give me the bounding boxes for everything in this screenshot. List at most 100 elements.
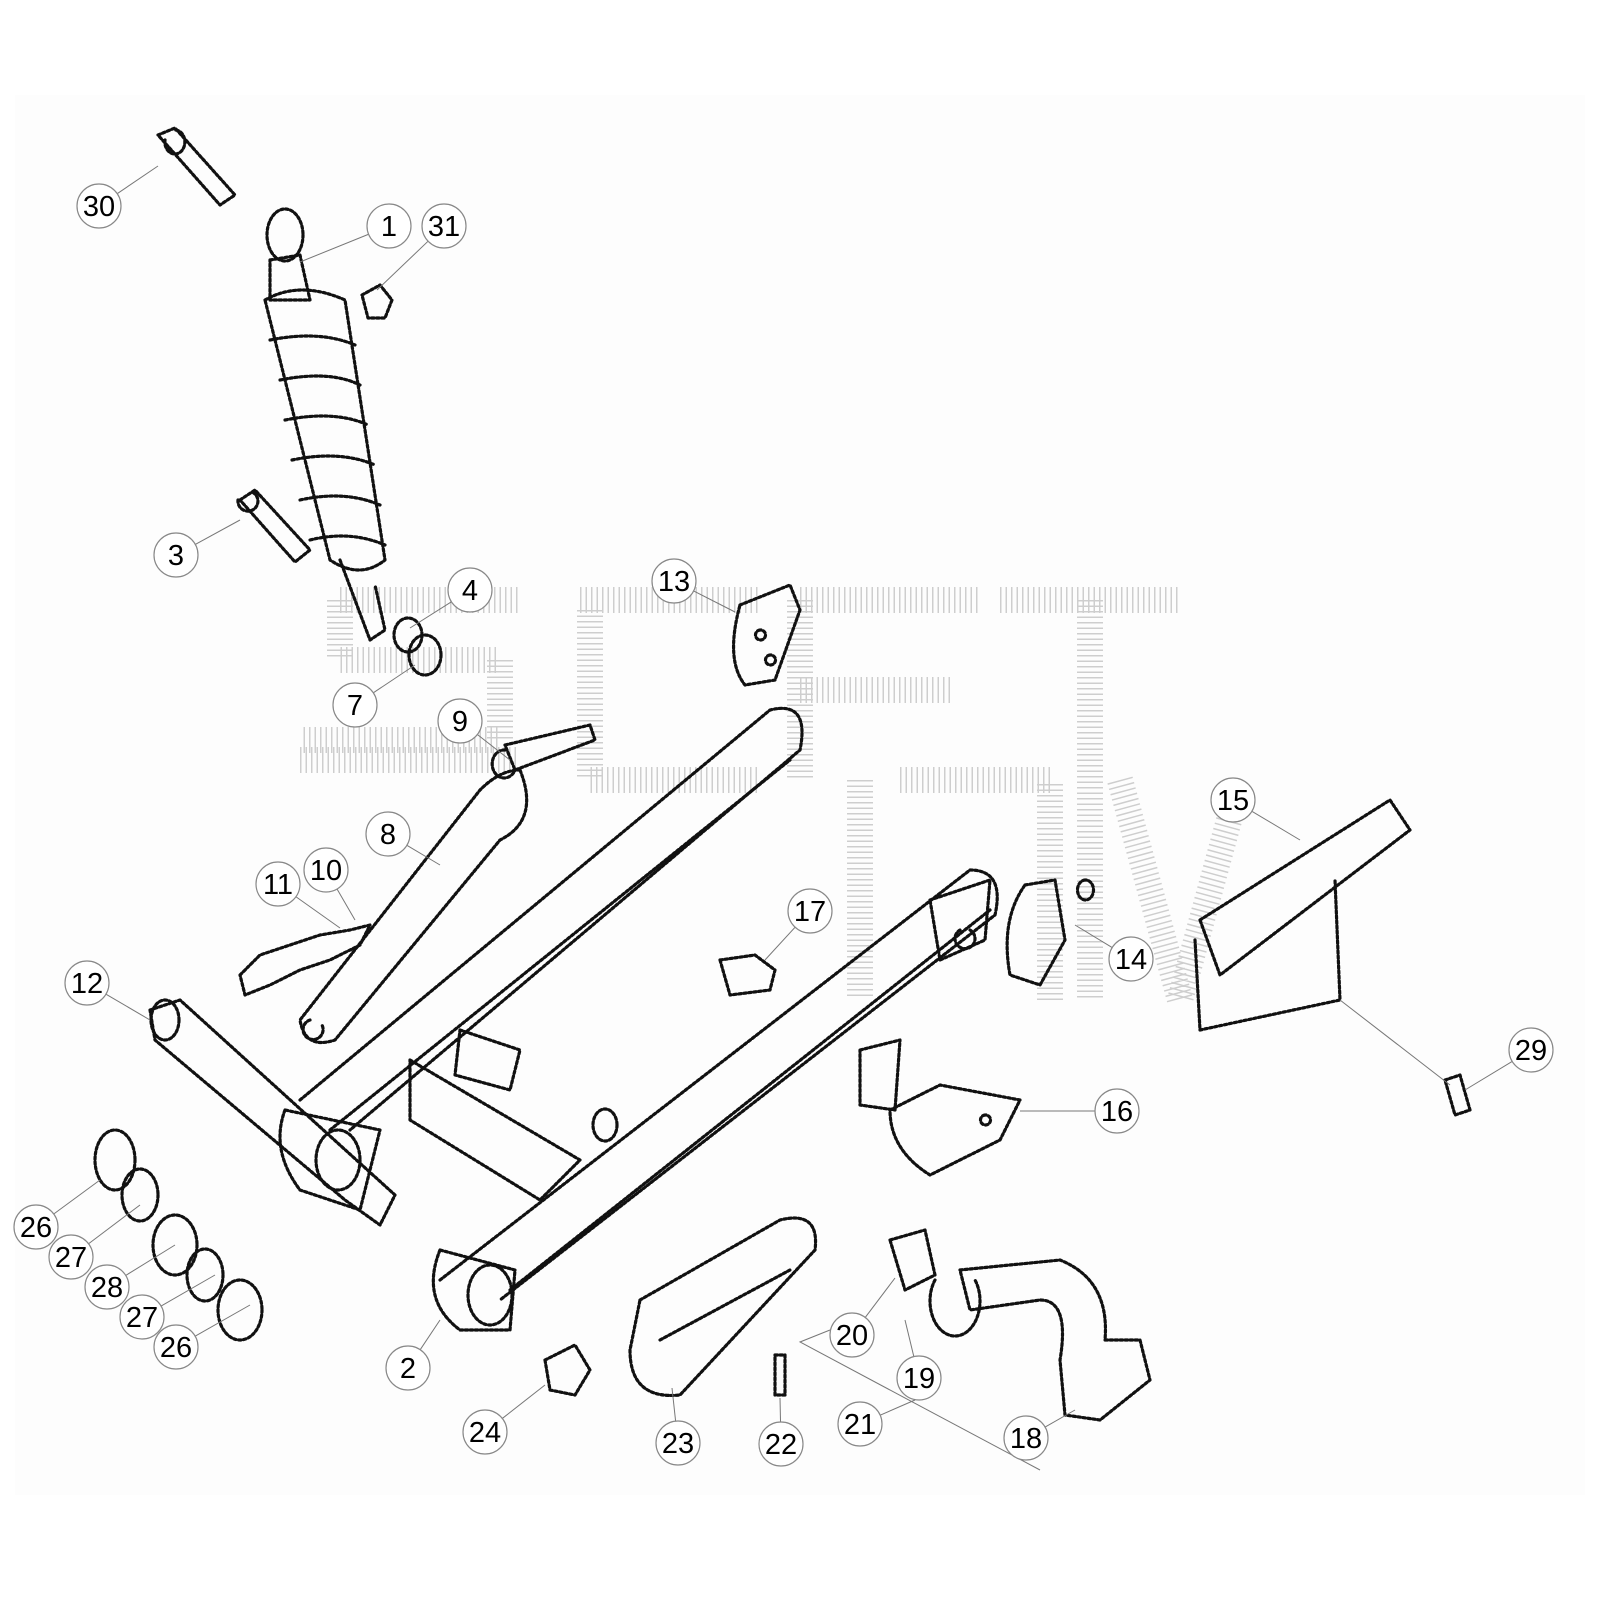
callout-1: 1 <box>299 203 412 263</box>
callout-circle <box>385 1345 431 1391</box>
callout-2: 2 <box>385 1319 441 1391</box>
callout-circle <box>365 811 411 857</box>
callout-13: 13 <box>651 558 736 613</box>
callout-20: 20 <box>829 1277 896 1358</box>
callout-number: 26 <box>160 1332 192 1364</box>
leader-line <box>419 1319 441 1350</box>
callout-15: 15 <box>1210 777 1301 841</box>
callout-number: 27 <box>126 1302 158 1334</box>
part-bracket-17 <box>718 953 777 997</box>
leader-line <box>373 664 416 694</box>
leader-line <box>105 993 151 1021</box>
callout-number: 24 <box>469 1417 501 1449</box>
leader-line <box>502 1384 546 1419</box>
leader-line <box>693 590 736 613</box>
callout-17: 17 <box>764 888 833 961</box>
leader-line <box>336 888 356 921</box>
callout-number: 7 <box>347 690 363 722</box>
callout-number: 21 <box>844 1409 876 1441</box>
leader-line <box>409 601 452 629</box>
leader-line <box>116 165 159 195</box>
part-bolt-3 <box>236 488 312 564</box>
callout-circle <box>332 682 378 728</box>
callout-number: 8 <box>380 819 396 851</box>
callout-number: 29 <box>1515 1035 1547 1067</box>
leader-line <box>1464 1060 1513 1091</box>
callout-circle <box>837 1401 883 1447</box>
callout-21: 21 <box>837 1399 916 1447</box>
callout-circle <box>1003 1415 1049 1461</box>
callout-circle <box>1094 1088 1140 1134</box>
callout-circle <box>48 1234 94 1280</box>
callout-24: 24 <box>462 1384 546 1455</box>
part-spring-19 <box>928 1278 982 1338</box>
callout-number: 15 <box>1217 785 1249 817</box>
callout-number: 27 <box>55 1242 87 1274</box>
leader-line <box>1044 1409 1076 1428</box>
part-bushing-20 <box>888 1228 937 1292</box>
callout-number: 12 <box>71 968 103 1000</box>
callout-circle <box>437 698 483 744</box>
callout-circle <box>447 567 493 613</box>
part-shock-absorber-1 <box>263 207 387 642</box>
part-plate-13 <box>732 583 802 687</box>
part-bracket-16 <box>888 1083 1022 1177</box>
callout-14: 14 <box>1074 924 1154 982</box>
callout-number: 3 <box>168 540 184 572</box>
callout-12: 12 <box>64 960 151 1021</box>
part-stand-23 <box>628 1216 818 1398</box>
callout-11: 11 <box>255 861 341 929</box>
callout-number: 22 <box>765 1429 797 1461</box>
part-nut-7 <box>407 633 443 677</box>
callout-number: 10 <box>310 855 342 887</box>
callout-circle <box>1108 936 1154 982</box>
callout-26: 26 <box>13 1179 101 1250</box>
leader-line <box>864 1277 896 1318</box>
leader-line <box>376 240 429 291</box>
callout-number: 31 <box>428 211 460 243</box>
callout-circle <box>896 1355 942 1401</box>
callout-number: 9 <box>452 706 468 738</box>
leader-line <box>764 926 796 961</box>
callout-number: 16 <box>1101 1096 1133 1128</box>
callout-16: 16 <box>1020 1088 1140 1134</box>
leader-line <box>299 233 369 263</box>
callout-26: 26 <box>153 1304 251 1370</box>
callout-number: 28 <box>91 1272 123 1304</box>
callout-circle <box>366 203 412 249</box>
callout-number: 4 <box>462 575 478 607</box>
callout-18: 18 <box>1003 1409 1076 1461</box>
leader-line <box>125 1244 176 1276</box>
part-bolt-9 <box>490 723 597 780</box>
callout-circle <box>758 1421 804 1467</box>
part-plate-14 <box>1005 878 1096 987</box>
callout-circle <box>1210 777 1256 823</box>
callout-number: 1 <box>381 211 397 243</box>
part-link-8 <box>298 768 529 1045</box>
callout-circle <box>153 532 199 578</box>
callout-circle <box>13 1204 59 1250</box>
leader-line <box>53 1179 101 1215</box>
callout-10: 10 <box>303 847 356 921</box>
callout-circle <box>64 960 110 1006</box>
callout-number: 17 <box>794 896 826 928</box>
callout-circle <box>421 203 467 249</box>
callout-8: 8 <box>365 811 441 866</box>
callout-number: 26 <box>20 1212 52 1244</box>
callout-27: 27 <box>48 1204 141 1280</box>
callout-number: 19 <box>903 1363 935 1395</box>
callout-19: 19 <box>896 1319 942 1401</box>
callout-circle <box>1508 1027 1554 1073</box>
callout-circle <box>76 183 122 229</box>
callout-number: 2 <box>400 1353 416 1385</box>
callout-9: 9 <box>437 698 511 761</box>
callout-number: 18 <box>1010 1423 1042 1455</box>
callout-circle <box>84 1264 130 1310</box>
leader-line <box>779 1397 782 1423</box>
callout-23: 23 <box>655 1387 701 1466</box>
part-bolt-30 <box>156 126 237 207</box>
part-pedal-18 <box>958 1258 1152 1422</box>
leader-line <box>671 1387 677 1422</box>
callout-29: 29 <box>1464 1027 1554 1091</box>
